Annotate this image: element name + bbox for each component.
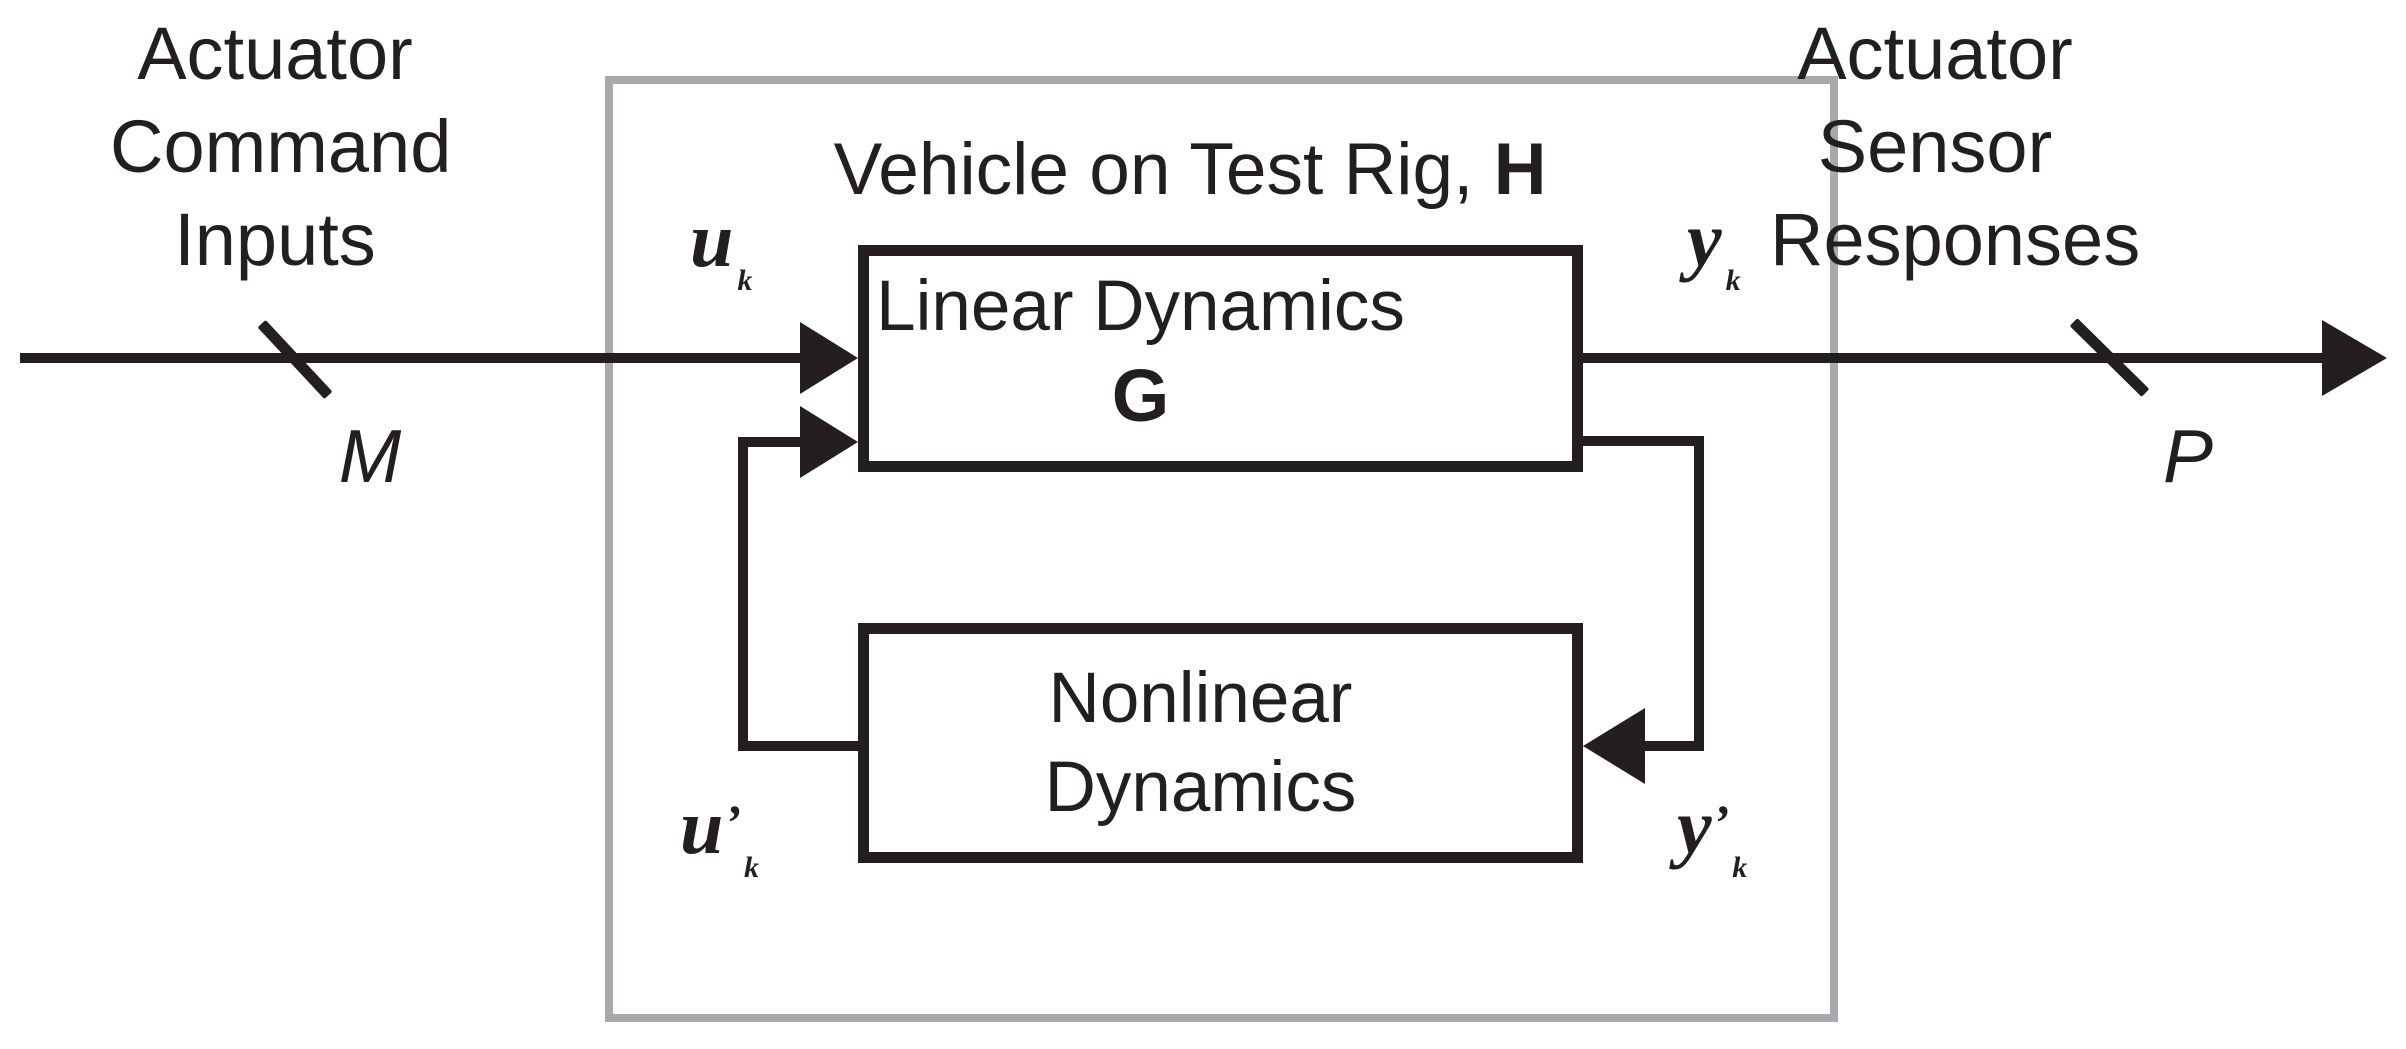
signal-uk-prime-subscript: k — [744, 851, 760, 884]
system-title-symbol: H — [1493, 129, 1547, 210]
signal-yk-prime-mark: ’ — [1712, 794, 1730, 850]
output-caption-line2: Sensor — [1817, 105, 2053, 188]
output-caption-line3: Responses — [1770, 198, 2141, 281]
input-signal-line — [20, 353, 800, 363]
signal-yk-prime-base: y — [1677, 783, 1712, 870]
signal-yk-prime: y’k — [1677, 783, 1747, 907]
input-caption-line2: Command — [110, 105, 452, 188]
linear-dynamics-label: Linear Dynamics — [876, 266, 1405, 346]
feedback-up-line — [738, 437, 748, 751]
nonlinear-dynamics-block: Nonlinear Dynamics — [858, 623, 1583, 863]
input-caption-line3: Inputs — [174, 198, 376, 281]
system-title-text: Vehicle on Test Rig, — [833, 129, 1494, 210]
linear-feedback-arrowhead-icon — [800, 406, 858, 478]
input-caption-line1: Actuator — [137, 12, 413, 95]
signal-uk-prime-mark: ’ — [724, 794, 742, 850]
output-arrowhead-icon — [2322, 320, 2387, 396]
feedback-tap-line — [1578, 436, 1704, 446]
output-signal-line — [1578, 353, 2322, 363]
feedback-down-line — [1694, 436, 1704, 751]
signal-uk-subscript: k — [737, 264, 753, 297]
nonlinear-output-line — [738, 741, 864, 751]
nonlinear-dynamics-label-line1: Nonlinear — [1048, 659, 1353, 738]
signal-yk-subscript: k — [1725, 264, 1741, 297]
signal-uk-prime-base: u — [680, 783, 724, 870]
nonlinear-dynamics-label-line2: Dynamics — [1044, 748, 1357, 827]
input-caption: Actuator Command Inputs — [110, 7, 452, 286]
signal-yk-base: y — [1687, 196, 1722, 283]
linear-dynamics-block: Linear Dynamics G — [858, 245, 1583, 472]
signal-uk-base: u — [690, 196, 734, 283]
linear-dynamics-symbol: G — [1111, 353, 1170, 437]
input-bus-size-label: M — [338, 414, 402, 498]
feedback-into-nonlinear-line — [1645, 741, 1704, 751]
feedback-into-linear-line — [738, 437, 800, 447]
output-caption-line1: Actuator — [1797, 12, 2073, 95]
input-arrowhead-icon — [800, 322, 858, 394]
signal-yk-prime-subscript: k — [1732, 851, 1748, 884]
system-title: Vehicle on Test Rig, H — [600, 130, 1780, 210]
nonlinear-input-arrowhead-icon — [1583, 708, 1645, 784]
test-rig-boundary-box — [605, 76, 1838, 1022]
signal-uk-prime: u’k — [680, 783, 759, 907]
output-bus-size-label: P — [2162, 414, 2214, 498]
output-caption: Actuator Sensor Responses — [1770, 7, 2141, 286]
